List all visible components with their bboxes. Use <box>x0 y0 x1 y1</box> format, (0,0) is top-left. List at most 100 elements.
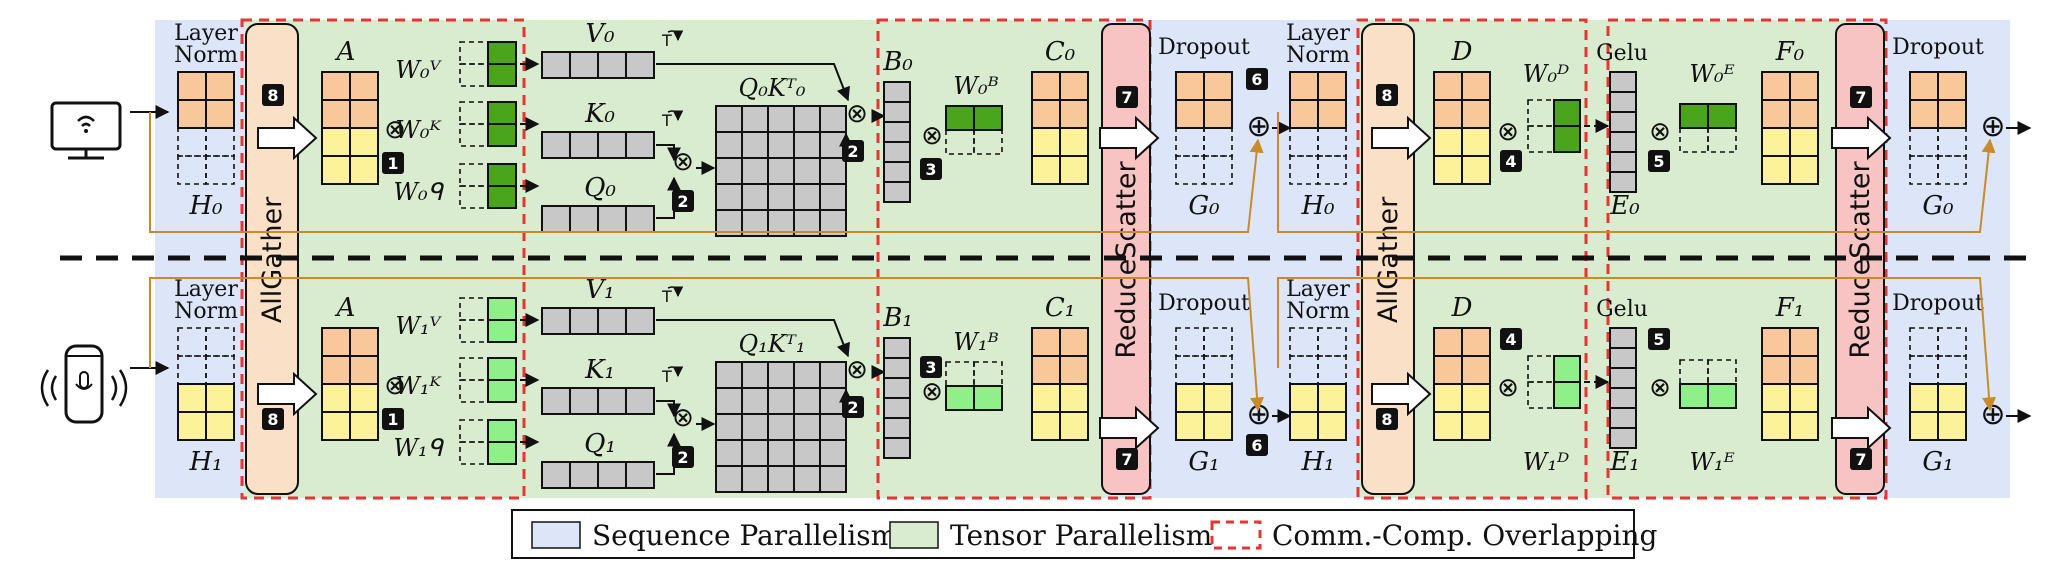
allgather-arrow-2 <box>1371 115 1432 161</box>
var-WD: W₁ᴰ <box>1523 448 1569 476</box>
matrix-D <box>1433 327 1491 441</box>
vector-V <box>541 51 655 79</box>
residual-bottom-2 <box>1277 277 1997 412</box>
var-A: A <box>335 293 356 323</box>
vector-Q <box>541 205 655 233</box>
var-H: H₀ <box>188 191 223 221</box>
transpose-mark: T <box>661 31 672 50</box>
weight-E <box>1679 103 1737 153</box>
var-WE: W₁ᴱ <box>1689 448 1734 476</box>
matrix-G <box>1175 327 1233 441</box>
weight-B <box>945 105 1003 155</box>
var-F: F₁ <box>1775 293 1804 323</box>
layernorm-label: Layer <box>174 21 238 46</box>
step-badge: 4 <box>1500 328 1522 350</box>
step-number: 2 <box>847 142 858 161</box>
vector-Q <box>541 461 655 489</box>
var-C: C₀ <box>1045 37 1076 67</box>
step-badge: 2 <box>842 396 864 418</box>
matrix-D <box>1433 71 1491 185</box>
step-badge: 7 <box>1850 86 1872 108</box>
vector-K <box>541 131 655 159</box>
transpose-mark: T <box>661 287 672 306</box>
step-number: 8 <box>267 86 278 105</box>
add-symbol: ⊕ <box>1246 109 1271 144</box>
gelu-label: Gelu <box>1596 297 1648 322</box>
var-WV: W₁ⱽ <box>395 312 442 340</box>
legend-label-tensor: Tensor Parallelism <box>950 519 1212 552</box>
step-badge: 8 <box>1376 84 1398 106</box>
transpose-arrow <box>667 30 684 42</box>
var-WV: W₀ⱽ <box>395 56 442 84</box>
matrix-B <box>883 337 911 459</box>
step-number: 3 <box>925 358 936 377</box>
step-number: 3 <box>925 160 936 179</box>
matrix-B <box>883 81 911 203</box>
times-symbol: ⊗ <box>921 377 943 407</box>
matrix-A <box>321 71 379 185</box>
dropout-label: Dropout <box>1158 291 1250 316</box>
step-badge: 7 <box>1850 448 1872 470</box>
matrix-F <box>1761 71 1819 185</box>
weight-B <box>945 361 1003 411</box>
matrix-E <box>1609 327 1637 449</box>
add-symbol: ⊕ <box>1980 109 2005 144</box>
matrix-A <box>321 327 379 441</box>
step-badge: 1 <box>382 408 404 430</box>
step-badge: 3 <box>920 356 942 378</box>
weight-E <box>1679 359 1737 409</box>
var-H: H₁ <box>188 447 222 477</box>
var-WB: W₀ᴮ <box>953 72 998 100</box>
var-K: K₀ <box>584 99 615 129</box>
step-badge: 2 <box>672 446 694 468</box>
var-G: G₁ <box>1188 447 1219 477</box>
step-number: 5 <box>1653 330 1664 349</box>
times-symbol: ⊗ <box>1649 373 1671 403</box>
step-number: 8 <box>267 410 278 429</box>
matrix-G <box>1175 71 1233 185</box>
step-number: 7 <box>1855 88 1866 107</box>
step-number: 2 <box>677 448 688 467</box>
label-QK: Q₀Kᵀ₀ <box>739 74 806 102</box>
var-B: B₁ <box>882 303 913 333</box>
weight-K <box>459 101 517 147</box>
step-number: 5 <box>1653 152 1664 171</box>
residual-top-1 <box>149 112 1264 233</box>
layernorm-label: Norm <box>1286 43 1350 68</box>
var-H2: H₀ <box>1300 191 1335 221</box>
step-number: 4 <box>1505 152 1516 171</box>
var-Q: Q₁ <box>584 429 616 459</box>
step-badge: 6 <box>1246 68 1268 90</box>
step-badge: 1 <box>382 152 404 174</box>
layernorm-label: Layer <box>174 277 238 302</box>
times-symbol: ⊗ <box>846 355 868 385</box>
step-number: 2 <box>847 398 858 417</box>
weight-K <box>459 357 517 403</box>
step-badge: 5 <box>1648 150 1670 172</box>
transpose-mark: T <box>661 111 672 130</box>
matrix-H2 <box>1289 71 1347 185</box>
allgather-arrow-2 <box>1371 371 1432 417</box>
gelu-label: Gelu <box>1596 41 1648 66</box>
step-badge: 7 <box>1116 86 1138 108</box>
v-to-times <box>656 319 850 358</box>
var-WQ: W₀ᑫ <box>393 178 444 206</box>
times-symbol: ⊗ <box>1497 117 1519 147</box>
step-badge: 2 <box>842 140 864 162</box>
var-F: F₀ <box>1775 37 1805 67</box>
var-H2: H₁ <box>1300 447 1334 477</box>
layernorm-label: Norm <box>174 43 238 68</box>
dropout-label: Dropout <box>1892 35 1984 60</box>
matrix-QK <box>715 105 847 237</box>
var-Q: Q₀ <box>584 173 616 203</box>
step-badge: 7 <box>1116 448 1138 470</box>
var-G2: G₁ <box>1922 447 1953 477</box>
allgather-arrow <box>257 115 318 161</box>
smart-speaker-icon <box>40 344 128 424</box>
step-number: 2 <box>677 192 688 211</box>
add-symbol: ⊕ <box>1246 397 1271 432</box>
step-badge: 8 <box>262 408 284 430</box>
var-V: V₁ <box>585 275 614 305</box>
dropout-label: Dropout <box>1158 35 1250 60</box>
